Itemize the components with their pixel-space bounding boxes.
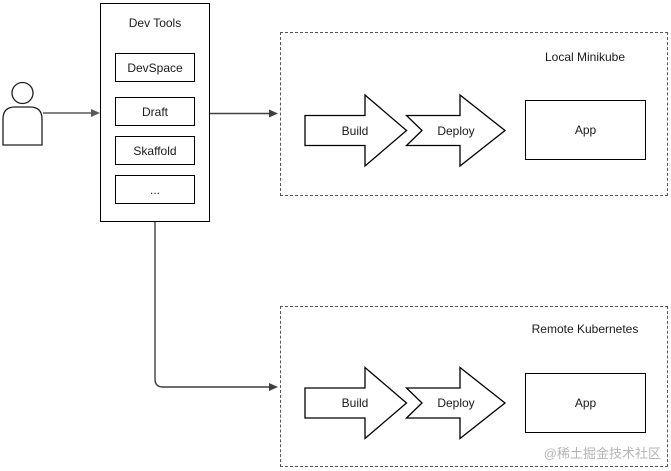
app-box-local: App [525, 100, 646, 160]
local-minikube-region [280, 32, 668, 196]
build-arrow-shape-remote [304, 366, 408, 440]
user-icon [2, 81, 43, 146]
deploy-arrow-shape-local [404, 93, 507, 168]
tool-item-devspace: DevSpace [115, 53, 195, 82]
app-box-remote: App [525, 373, 646, 433]
tool-item-skaffold: Skaffold [115, 136, 195, 165]
build-label-remote: Build [341, 396, 369, 410]
tool-item-draft: Draft [115, 97, 195, 126]
connector-devtools-to-remote [154, 222, 278, 391]
deploy-label-local: Deploy [437, 123, 475, 138]
build-arrow-shape-local [304, 93, 408, 168]
tool-item-more: ... [115, 175, 195, 204]
local-minikube-title: Local Minikube [544, 50, 626, 64]
build-label-local: Build [341, 123, 369, 138]
watermark-text: @稀土掘金技术社区 [543, 446, 661, 461]
deploy-arrow-shape-remote [404, 366, 507, 440]
remote-kubernetes-title: Remote Kubernetes [531, 322, 639, 336]
remote-kubernetes-region [280, 306, 668, 467]
deploy-label-remote: Deploy [437, 396, 475, 410]
dev-tools-title: Dev Tools [128, 16, 182, 30]
